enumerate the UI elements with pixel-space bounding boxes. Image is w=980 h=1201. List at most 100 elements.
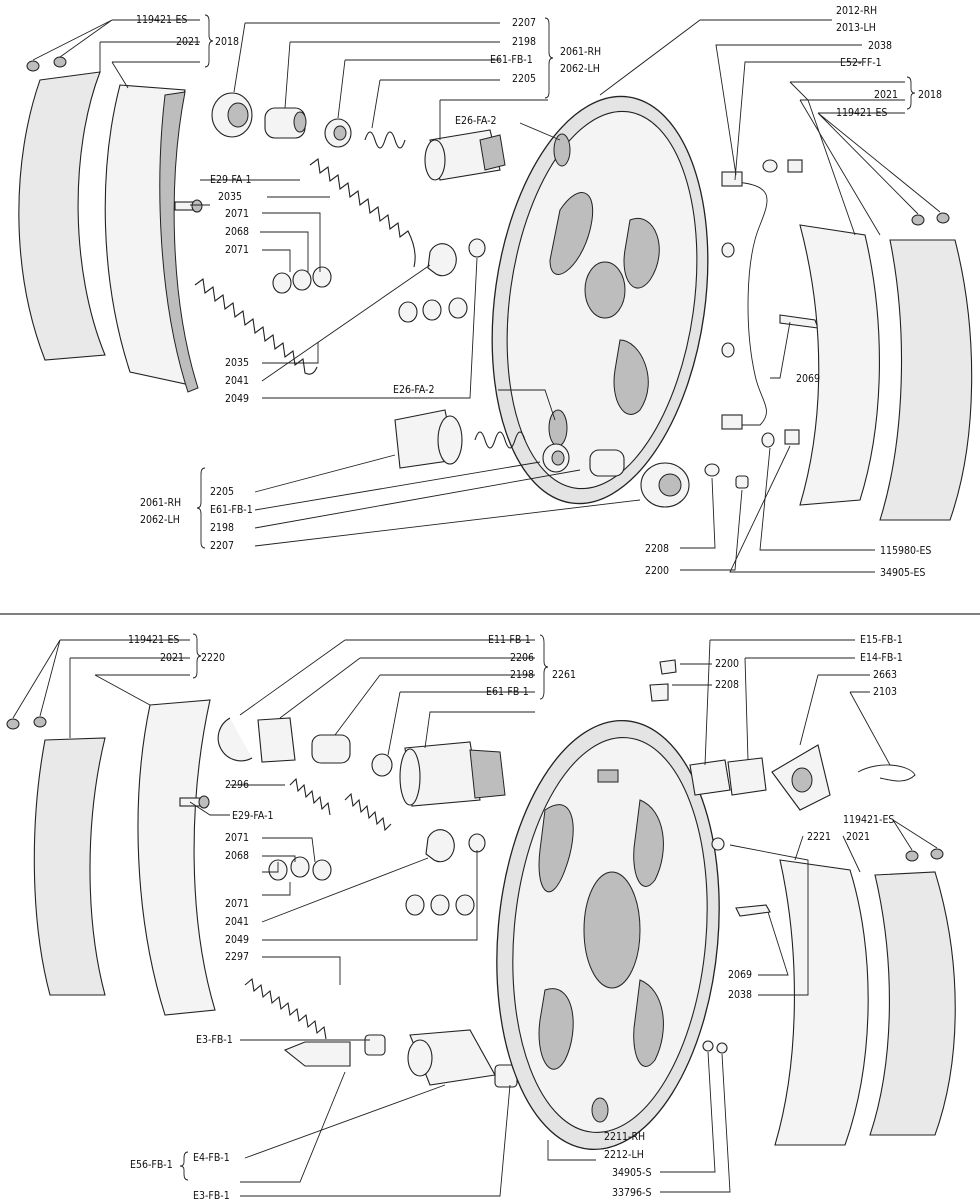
adjuster-cam-icon <box>427 243 457 277</box>
brake-lining-right <box>879 239 973 521</box>
callout-label: 2013-LH <box>836 22 876 34</box>
screw-icon <box>911 212 950 226</box>
labels-lower: 119421-ES 2021 2220 E11-FB-1 2206 2198 E… <box>128 634 903 1201</box>
callout-label: 119421-ES <box>843 814 894 826</box>
spring-icon <box>289 777 392 832</box>
callout-label: 2211-RH <box>604 1131 645 1143</box>
callout-label: 2035 <box>225 357 249 369</box>
brake-lining-left <box>33 737 106 996</box>
callout-label: 2035 <box>218 191 242 203</box>
fitting-icon <box>721 159 803 448</box>
adjusting-screw-icon <box>283 1041 351 1067</box>
screw-icon <box>26 56 67 72</box>
callout-label: E26-FA-2 <box>455 115 497 127</box>
callout-label: 2021 <box>846 831 870 843</box>
callout-label: 2071 <box>225 832 249 844</box>
callout-label: 2071 <box>225 244 249 256</box>
bleeder-fitting-icon <box>649 659 677 702</box>
callout-label: 119421-ES <box>128 634 179 646</box>
clip-icon <box>857 764 916 782</box>
callout-label: 2018 <box>215 36 239 48</box>
anchor-plate-icon <box>689 757 767 796</box>
bleeder-screw-icon <box>174 199 203 213</box>
callout-label: E29-FA-1 <box>210 174 252 186</box>
adjuster-housing-icon <box>407 1029 496 1086</box>
callout-label: 2049 <box>225 393 249 405</box>
callout-label: 2041 <box>225 375 249 387</box>
washer-set-icon <box>272 238 486 323</box>
callout-label: 34905-S <box>612 1167 651 1179</box>
washer-icon <box>371 753 393 777</box>
callout-label: 2068 <box>225 850 249 862</box>
piston-icon <box>589 449 625 477</box>
screw-icon <box>905 848 944 862</box>
cup-seal-icon <box>542 443 570 473</box>
callout-label: 2071 <box>225 208 249 220</box>
callout-label: 2069 <box>728 969 752 981</box>
callout-label: 2038 <box>868 40 892 52</box>
callout-label: 2207 <box>210 540 234 552</box>
callout-label: 2663 <box>873 669 897 681</box>
callout-label: 2021 <box>874 89 898 101</box>
plate-hub-hole <box>583 871 641 989</box>
callout-label: 2049 <box>225 934 249 946</box>
piston-icon <box>264 107 307 139</box>
callout-label: 2061-RH <box>140 497 181 509</box>
callout-label: 2198 <box>512 36 536 48</box>
callout-label: 115980-ES <box>880 545 931 557</box>
callout-label: 2068 <box>225 226 249 238</box>
bearing-cup-icon <box>211 92 253 138</box>
leader-lines-lower <box>12 633 938 1197</box>
screw-icon <box>6 716 47 730</box>
anchor-block-icon <box>771 744 831 811</box>
callout-label: 119421-ES <box>136 14 187 26</box>
callout-label: 2212-LH <box>604 1149 644 1161</box>
callout-label: 2012-RH <box>836 5 877 17</box>
callout-label: E14-FB-1 <box>860 652 903 664</box>
callout-label: 2261 <box>552 669 576 681</box>
brake-shoe-right <box>799 224 880 506</box>
return-spring-icon <box>309 158 416 268</box>
callout-label: 2041 <box>225 916 249 928</box>
callout-label: 2198 <box>210 522 234 534</box>
callout-label: 2297 <box>225 951 249 963</box>
callout-label: 33796-S <box>612 1187 651 1199</box>
upper-assembly: 119421-ES 2021 2018 2207 2198 E61-FB-1 2… <box>18 5 973 579</box>
callout-label: 2061-RH <box>560 46 601 58</box>
callout-label: E11-FB-1 <box>488 634 531 646</box>
piston-icon <box>311 734 351 764</box>
lower-assembly: 119421-ES 2021 2220 E11-FB-1 2206 2198 E… <box>6 633 956 1201</box>
callout-label: E3-FB-1 <box>193 1190 230 1201</box>
callout-label: 2296 <box>225 779 249 791</box>
callout-label: 2021 <box>176 36 200 48</box>
callout-label: E15-FB-1 <box>860 634 903 646</box>
shoe-web-left <box>159 91 199 393</box>
callout-label: E61-FB-1 <box>486 686 529 698</box>
callout-label: 2062-LH <box>140 514 180 526</box>
callout-label: E26-FA-2 <box>393 384 435 396</box>
callout-label: 2038 <box>728 989 752 1001</box>
callout-label: 2205 <box>512 73 536 85</box>
callout-label: 119421-ES <box>836 107 887 119</box>
cup-seal-icon <box>217 717 253 762</box>
callout-label: 2062-LH <box>560 63 600 75</box>
return-spring-lower-icon <box>194 278 318 375</box>
callout-label: E29-FA-1 <box>232 810 274 822</box>
cup-seal-icon <box>324 118 352 148</box>
brake-lining-left <box>18 71 106 361</box>
callout-label: 34905-ES <box>880 567 925 579</box>
leader-lines-upper <box>32 14 941 573</box>
brake-shoe-right <box>774 859 869 1146</box>
fitting-icon <box>702 837 771 1054</box>
spring-lower-icon <box>244 977 327 1040</box>
callout-label: 2221 <box>807 831 831 843</box>
callout-label: E61-FB-1 <box>490 54 533 66</box>
bleeder-cap-icon <box>704 463 749 489</box>
callout-label: 2205 <box>210 486 234 498</box>
brake-lining-right <box>869 871 956 1136</box>
brake-shoe-left <box>137 699 216 1016</box>
callout-label: 2208 <box>645 543 669 555</box>
callout-label: E4-FB-1 <box>193 1152 230 1164</box>
